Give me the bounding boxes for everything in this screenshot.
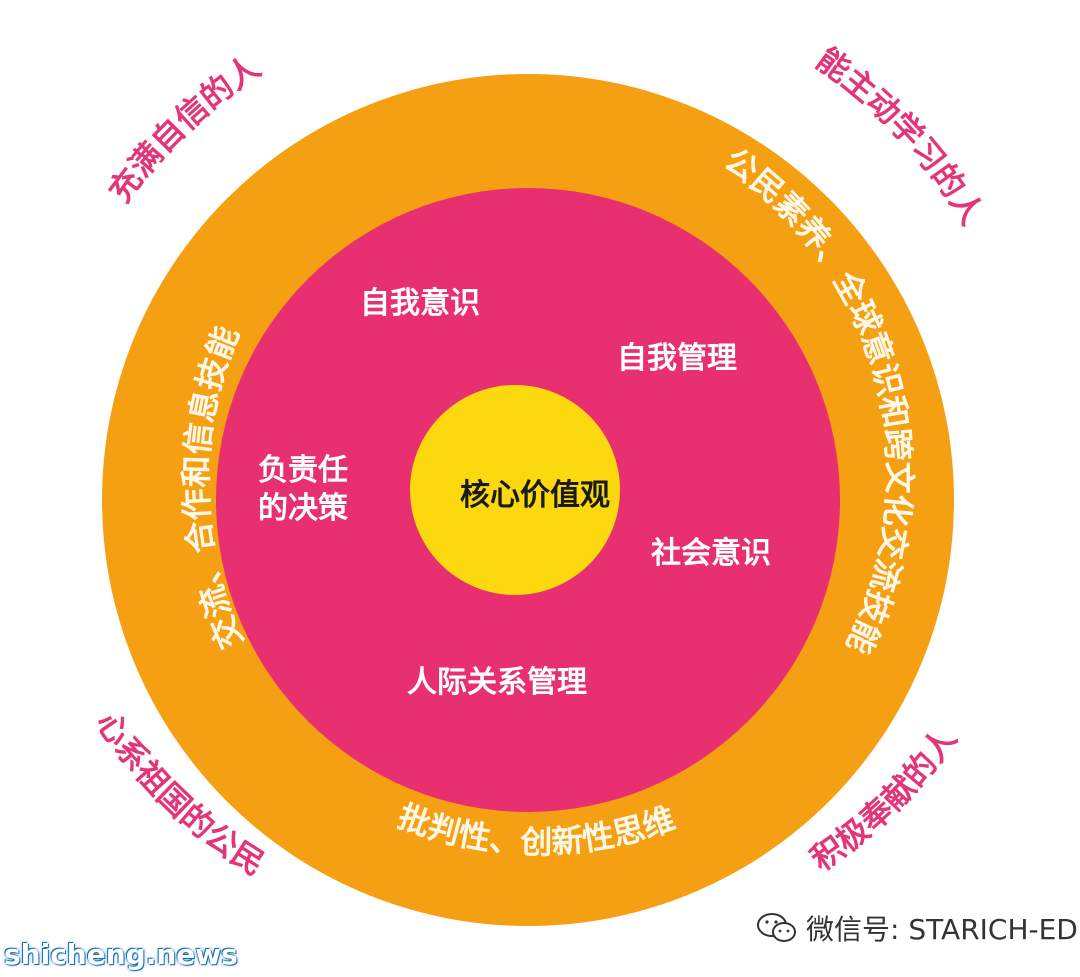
site-watermark: shicheng.news <box>4 938 238 971</box>
label-responsible-decision-line1: 负责任 <box>258 453 348 488</box>
label-social-awareness: 社会意识 <box>651 536 771 571</box>
label-self-management: 自我管理 <box>617 341 737 376</box>
wechat-icon <box>756 911 798 952</box>
label-self-awareness: 自我意识 <box>360 286 480 321</box>
label-responsible-decision-line2: 的决策 <box>258 491 348 526</box>
core-values-label: 核心价值观 <box>460 478 610 513</box>
core-circle <box>410 385 620 595</box>
label-responsible-decision: 负责任 的决策 <box>258 452 348 528</box>
wechat-watermark: 微信号: STARICH-EDU <box>756 908 1080 952</box>
corner-label-top-right: 能主动学习的人 <box>809 40 991 231</box>
label-relationship-management: 人际关系管理 <box>407 665 587 700</box>
wechat-id-text: 微信号: STARICH-EDU <box>806 913 1080 946</box>
